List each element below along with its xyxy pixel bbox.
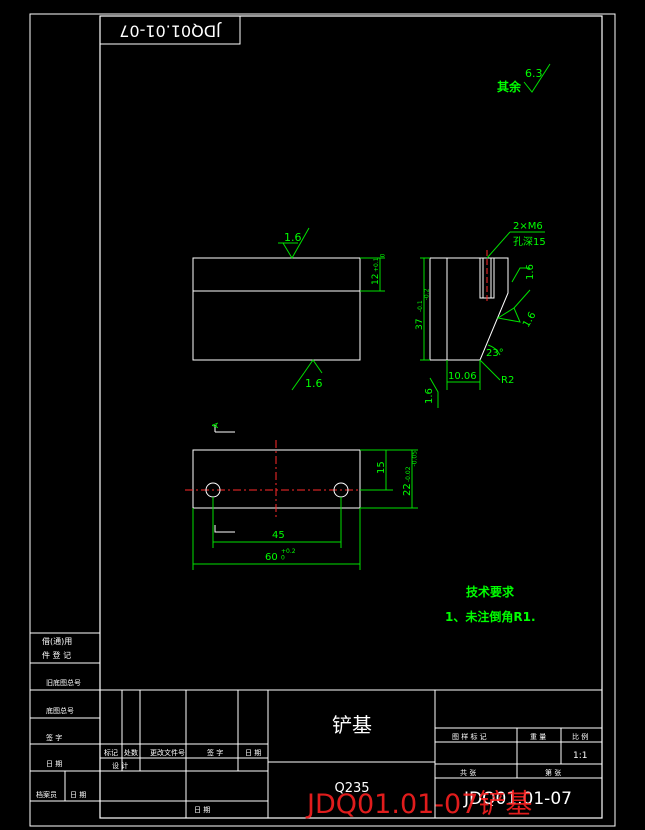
outer-frame (29, 13, 616, 827)
sheets-total: 共 张 (460, 768, 476, 777)
title-block: 标记 处数 更改文件号 签 字 日 期 设 计 日 期 铲基 Q235 图 样 … (100, 689, 602, 819)
left-row-3: 底图总号 (46, 706, 74, 715)
dim-15: 15 (376, 461, 387, 474)
scale-value: 1:1 (573, 751, 587, 761)
roughness-side-2: 1.6 (521, 310, 538, 329)
thread-note-size: 2×M6 (513, 221, 543, 232)
angle-23: 23° (486, 348, 504, 359)
roughness-rest-value: 6.3 (525, 67, 543, 80)
dim-60: 60 (265, 552, 278, 563)
bottom-date-label: 日 期 (194, 806, 210, 814)
left-row-2: 旧底图总号 (46, 678, 81, 687)
left-row-5: 日 期 (46, 760, 62, 768)
roughness-bottom-value: 1.6 (305, 377, 323, 390)
roughness-side-1: 1.6 (525, 264, 536, 280)
section-mark-top: A (211, 422, 220, 428)
left-registry: 借(通)用 件 登 记 旧底图总号 底图总号 签 字 日 期 档案员 日 期 (30, 632, 100, 802)
rotated-drawing-number: JDQ01.01-07 (119, 22, 222, 41)
dim-10-06: 10.06 (448, 371, 477, 382)
dim-45: 45 (272, 530, 285, 541)
stage-mark-header: 图 样 标 记 (452, 732, 487, 741)
dim-37-tol: -0.1-0.2 (417, 288, 431, 312)
roughness-top-value: 1.6 (284, 231, 302, 244)
left-row-0: 借(通)用 (42, 636, 72, 646)
weight-header: 重 量 (530, 733, 546, 741)
sheet-no: 第 张 (545, 768, 561, 777)
col-count: 处数 (124, 748, 138, 757)
roughness-rest-label: 其余 (497, 79, 522, 94)
inner-frame (99, 15, 603, 819)
left-row-6: 档案员 (36, 790, 57, 799)
roughness-top-symbol (282, 227, 310, 259)
radius-r2: R2 (501, 375, 514, 386)
drawing-number: JDQ01.01-07 (463, 789, 572, 809)
col-mark: 标记 (104, 748, 118, 757)
dim-22-tol: -0.02-0.05 (405, 451, 419, 482)
rotated-number-box (99, 15, 241, 45)
left-row-1: 件 登 记 (42, 650, 71, 660)
col-date: 日 期 (245, 749, 261, 757)
dim-37: 37 (415, 319, 425, 330)
side-section-view: 2×M6 孔深15 37 -0.1-0.2 1.6 1.6 23° 10.06 … (415, 221, 546, 408)
left-row-7: 日 期 (70, 791, 86, 799)
scale-header: 比 例 (572, 732, 588, 741)
dim-22: 22 (402, 483, 413, 496)
section-hatch (446, 257, 509, 361)
tech-req-heading: 技术要求 (466, 584, 515, 599)
dim-12-tol: +0.10 (373, 253, 387, 272)
dim-12: 12 (371, 274, 381, 285)
col-sign: 签 字 (207, 748, 223, 757)
watermark: JDQ01.01-07铲基 (305, 789, 532, 820)
roughness-bottom-symbol (303, 359, 323, 374)
front-view: 1.6 1.6 12 +0.10 (192, 227, 387, 391)
part-name: 铲基 (332, 713, 372, 737)
thread-note-depth: 孔深15 (513, 236, 546, 248)
roughness-side-3: 1.6 (424, 388, 435, 404)
front-view-outline (192, 257, 361, 361)
col-change-doc: 更改文件号 (150, 748, 185, 757)
design-label: 设 计 (112, 761, 128, 770)
left-row-4: 签 字 (46, 733, 62, 742)
tech-req-item-1: 1、未注倒角R1. (445, 609, 536, 624)
roughness-rest-symbol (523, 63, 551, 93)
material: Q235 (334, 781, 369, 796)
